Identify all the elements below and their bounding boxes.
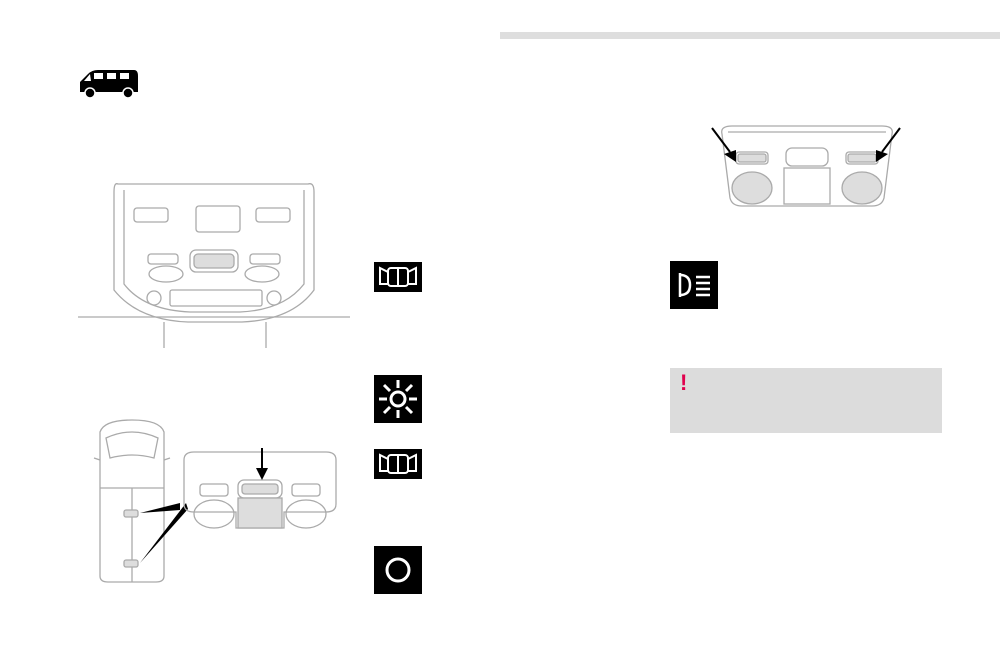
pointer-lines — [140, 485, 200, 565]
section-divider — [500, 32, 1000, 39]
arrow-right-lamp-icon — [872, 126, 902, 162]
interior-lamp-icon — [670, 261, 718, 309]
circle-off-icon — [374, 546, 422, 594]
vehicle-icon — [78, 68, 140, 98]
rear-console-illustration — [180, 446, 340, 530]
warning-exclamation-icon: ! — [680, 370, 688, 395]
warning-note-box — [670, 368, 942, 433]
car-doors-open-icon — [374, 262, 422, 292]
vehicle-top-view-illustration — [92, 418, 172, 584]
sun-light-icon — [374, 375, 422, 423]
map-lamps-illustration — [714, 124, 900, 210]
front-console-illustration — [78, 180, 352, 350]
arrow-left-lamp-icon — [710, 126, 740, 162]
car-doors-open-icon-auto — [374, 449, 422, 479]
down-arrow-icon — [254, 448, 270, 480]
